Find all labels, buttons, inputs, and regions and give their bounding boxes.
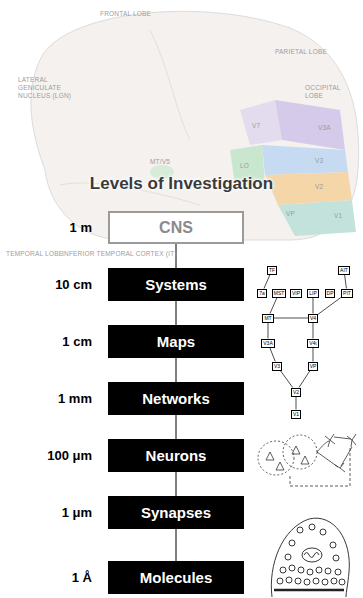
pathway-line (312, 348, 313, 362)
area-name: DP (327, 290, 334, 296)
area-box: MST (272, 289, 287, 298)
scale-label: 1 m (70, 220, 92, 235)
pathway-line (270, 298, 277, 314)
level-name: Neurons (146, 447, 207, 464)
level-box: Networks (108, 382, 244, 415)
pathway-line (312, 323, 313, 339)
network-drawing (258, 434, 356, 486)
level-connector (175, 301, 177, 325)
level-name: Molecules (140, 569, 213, 586)
brain-label: V2 (315, 183, 323, 191)
pathway-line (299, 371, 310, 388)
level-box: Maps (108, 325, 244, 358)
pathway-line (318, 297, 341, 314)
brain-label: LO (240, 162, 249, 170)
brain-illustration (31, 11, 359, 240)
pathway-line (264, 275, 270, 289)
brain-label: FRONTAL LOBE (100, 10, 151, 18)
brain-label: V1 (334, 212, 342, 220)
area-box: V4t (307, 339, 319, 348)
pathway-line (267, 323, 268, 339)
level-box: Molecules (108, 561, 244, 594)
area-name: AIT (340, 267, 348, 273)
area-box: V3A (261, 339, 274, 348)
scale-label: 100 μm (47, 448, 92, 463)
scale-label: 1 μm (62, 505, 92, 520)
area-box: AIT (338, 266, 350, 275)
area-box: 7a (257, 289, 267, 298)
level-connector (175, 472, 177, 496)
brain-label: MT/V5 (150, 158, 170, 166)
area-box: V1 (291, 410, 301, 419)
synapse-drawing (271, 518, 349, 597)
brain-label: TEMPORAL LOBE (6, 250, 63, 258)
area-name: PIT (343, 290, 351, 296)
scale-label: 1 cm (62, 334, 92, 349)
pathway-line (312, 298, 313, 314)
pathway-line (274, 318, 308, 319)
level-name: Networks (142, 390, 210, 407)
area-box: DP (325, 289, 336, 298)
area-name: V2 (293, 389, 299, 395)
level-connector (175, 529, 177, 561)
area-box: VP (308, 362, 319, 371)
area-name: V4 (310, 315, 316, 321)
area-name: V3 (274, 363, 280, 369)
scale-label: 1 Å (72, 570, 92, 585)
area-name: V4t (309, 340, 317, 346)
area-name: LIP (309, 290, 317, 296)
brain-label: V3 (315, 157, 323, 165)
level-name: CNS (159, 219, 193, 237)
area-name: VP (310, 363, 317, 369)
area-box: TF (267, 266, 277, 275)
pathway-line (296, 397, 297, 410)
area-box: MT (262, 314, 273, 323)
level-box: CNS (108, 211, 244, 244)
scale-label: 10 cm (55, 277, 92, 292)
area-name: 7a (259, 290, 265, 296)
area-box: V3 (272, 362, 282, 371)
pathway-line (345, 275, 347, 289)
area-name: TF (269, 267, 275, 273)
pathway-line (270, 348, 275, 362)
brain-label: VP (286, 210, 295, 218)
area-box: VIP (290, 289, 302, 298)
area-name: MST (274, 290, 285, 296)
brain-label: V3A (318, 124, 331, 132)
area-box: V4 (308, 314, 318, 323)
brain-label: OCCIPITAL LOBE (305, 84, 347, 100)
area-box: V2 (291, 388, 301, 397)
level-box: Synapses (108, 496, 244, 529)
brain-label: V7 (252, 122, 260, 130)
area-name: VIP (292, 290, 300, 296)
area-name: V1 (293, 411, 299, 417)
area-box: PIT (341, 289, 353, 298)
level-box: Systems (108, 268, 244, 301)
diagram-title: Levels of Investigation (0, 174, 363, 194)
area-name: V3A (263, 340, 272, 346)
pathway-line (280, 371, 292, 388)
area-name: MT (264, 315, 271, 321)
scale-label: 1 mm (58, 391, 92, 406)
brain-label: PARIETAL LOBE (275, 48, 327, 56)
level-connector (175, 415, 177, 439)
level-connector (175, 358, 177, 382)
level-name: Systems (145, 276, 207, 293)
level-name: Synapses (141, 504, 211, 521)
level-name: Maps (157, 333, 195, 350)
brain-label: LATERAL GENICULATE NUCLEUS (LGN) (18, 76, 74, 100)
level-box: Neurons (108, 439, 244, 472)
brain-label: INFERIOR TEMPORAL CORTEX (IT) (62, 250, 177, 258)
area-box: LIP (307, 289, 319, 298)
